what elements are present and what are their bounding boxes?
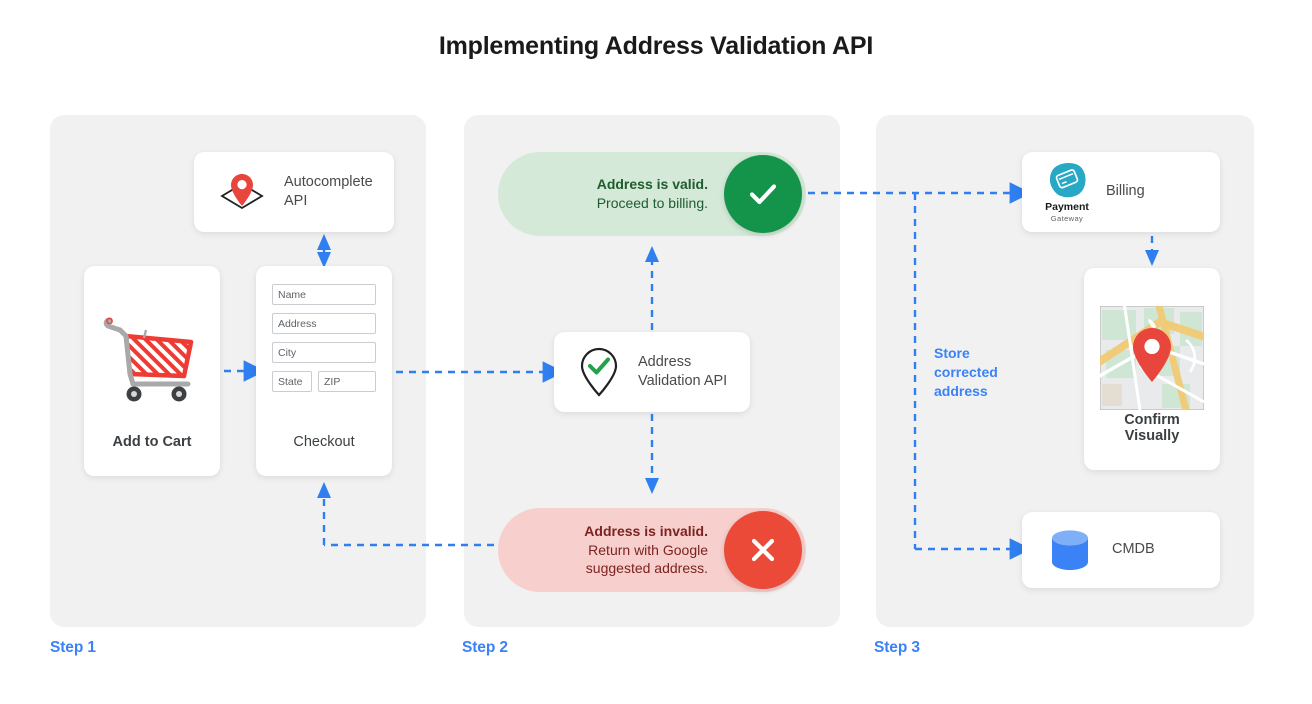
checkout-label: Checkout xyxy=(293,434,355,450)
billing-label: Billing xyxy=(1106,183,1145,200)
add-to-cart-card[interactable]: Add to Cart xyxy=(84,266,220,476)
autocomplete-api-card[interactable]: Autocomplete API xyxy=(194,152,394,232)
payment-gateway-logo: Payment Gateway xyxy=(1044,161,1090,223)
cmdb-card[interactable]: CMDB xyxy=(1022,512,1220,588)
zip-field[interactable]: ZIP xyxy=(318,371,376,392)
address-valid-pill: Address is valid. Proceed to billing. xyxy=(498,152,806,236)
step-1-label: Step 1 xyxy=(50,639,96,656)
address-field[interactable]: Address xyxy=(272,313,376,334)
store-corrected-address-note: Store corrected address xyxy=(934,345,998,400)
address-invalid-text: Address is invalid. Return with Google s… xyxy=(584,522,708,577)
confirm-visually-card[interactable]: Confirm Visually xyxy=(1084,268,1220,470)
database-icon xyxy=(1044,525,1096,575)
autocomplete-api-label: Autocomplete API xyxy=(284,173,373,209)
close-icon xyxy=(724,511,802,589)
cmdb-label: CMDB xyxy=(1112,541,1155,558)
state-field[interactable]: State xyxy=(272,371,312,392)
city-field[interactable]: City xyxy=(272,342,376,363)
name-field[interactable]: Name xyxy=(272,284,376,305)
checkout-form: Name Address City State ZIP xyxy=(256,266,392,392)
address-validation-api-label: Address Validation API xyxy=(638,353,728,389)
check-icon xyxy=(724,155,802,233)
map-thumbnail-icon xyxy=(1100,306,1204,410)
state-zip-row: State ZIP xyxy=(272,371,376,392)
checkout-card[interactable]: Name Address City State ZIP Checkout xyxy=(256,266,392,476)
step-3-label: Step 3 xyxy=(874,639,920,656)
map-pin-diamond-icon xyxy=(216,168,268,216)
address-validation-api-card[interactable]: Address Validation API xyxy=(554,332,750,412)
add-to-cart-label: Add to Cart xyxy=(112,434,192,450)
shopping-cart-icon xyxy=(100,308,204,408)
page-title: Implementing Address Validation API xyxy=(438,32,874,60)
payment-gateway-logo-line1: Payment xyxy=(1045,201,1089,214)
pin-check-icon xyxy=(576,345,622,399)
address-invalid-pill: Address is invalid. Return with Google s… xyxy=(498,508,806,592)
confirm-visually-label: Confirm Visually xyxy=(1124,412,1180,444)
payment-gateway-logo-line2: Gateway xyxy=(1050,213,1084,223)
billing-card[interactable]: Payment Gateway Billing xyxy=(1022,152,1220,232)
step-2-label: Step 2 xyxy=(462,639,508,656)
address-valid-text: Address is valid. Proceed to billing. xyxy=(596,176,708,211)
